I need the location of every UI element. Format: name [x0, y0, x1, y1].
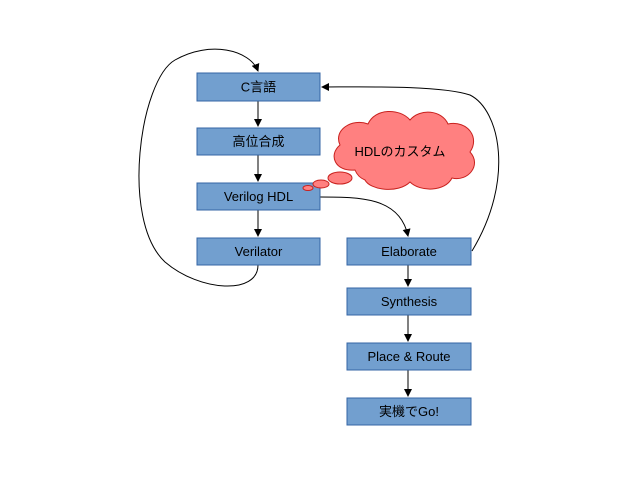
box-synthesis: Synthesis: [346, 287, 472, 316]
box-c-lang: C言語: [196, 72, 321, 102]
box-elaborate-label: Elaborate: [381, 244, 437, 259]
box-verilator: Verilator: [196, 237, 321, 266]
thought-cloud-label: HDLのカスタム: [354, 144, 445, 159]
box-verilog-label: Verilog HDL: [224, 189, 293, 204]
loop-elaborate-to-c: [321, 82, 500, 252]
box-place-route-label: Place & Route: [367, 349, 450, 364]
thought-bubble-large: [327, 171, 353, 185]
thought-cloud-body: [333, 111, 475, 190]
box-real-device-label: 実機でGo!: [379, 404, 439, 419]
box-elaborate: Elaborate: [346, 237, 472, 266]
box-hls-label: 高位合成: [232, 134, 284, 149]
box-verilator-label: Verilator: [235, 244, 283, 259]
box-place-route: Place & Route: [346, 342, 472, 371]
loop-verilator-to-c: [138, 48, 260, 287]
box-synthesis-label: Synthesis: [381, 294, 438, 309]
box-hls: 高位合成: [196, 127, 321, 156]
box-real-device: 実機でGo!: [346, 397, 472, 426]
box-verilog: Verilog HDL: [196, 182, 321, 211]
thought-bubble-small: [302, 185, 314, 191]
thought-bubble-medium: [312, 179, 330, 189]
box-c-lang-label: C言語: [241, 80, 276, 95]
thought-cloud: [302, 111, 475, 191]
arrow-verilog-to-elaborate: [319, 196, 411, 237]
